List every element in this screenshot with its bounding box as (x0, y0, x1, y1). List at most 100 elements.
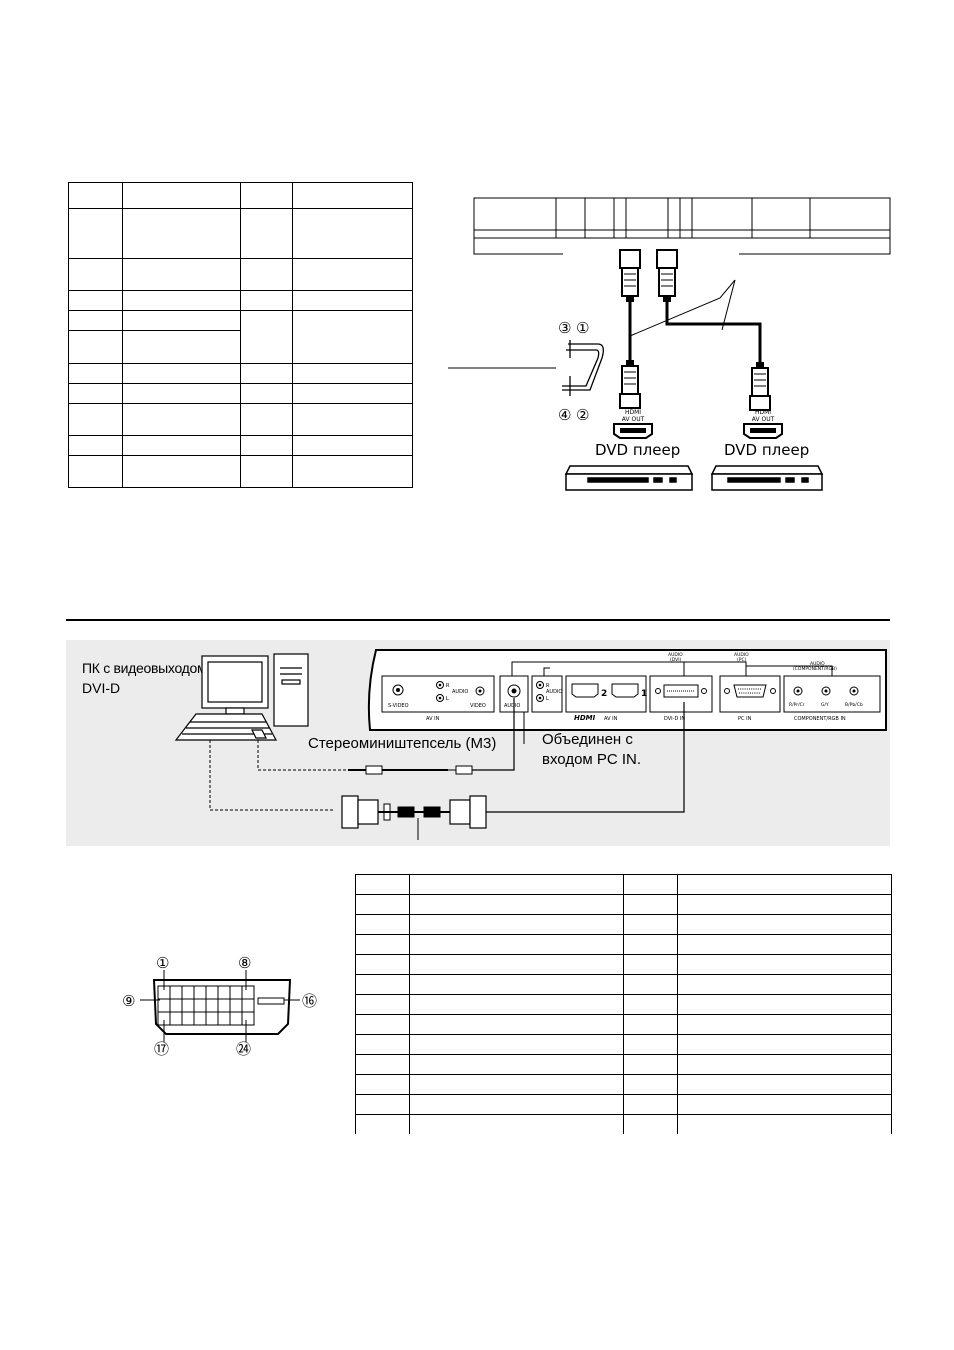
panel-label: L (446, 696, 449, 702)
panel-label: DVI-D IN (664, 716, 685, 722)
table-cell (677, 1094, 892, 1115)
table-cell (292, 290, 413, 312)
table-cell (121, 382, 241, 404)
table-cell (623, 954, 679, 975)
table-cell (239, 434, 294, 456)
table-cell (121, 258, 241, 292)
table-cell (355, 914, 410, 935)
table-cell (355, 974, 410, 995)
rca-port-icon (536, 681, 544, 689)
table-cell (677, 994, 892, 1015)
table-cell (677, 934, 892, 955)
table-cell (408, 914, 625, 935)
panel-label: AUDIO (546, 689, 562, 695)
rca-port-icon (436, 694, 444, 702)
table-cell (292, 310, 413, 364)
table-cell (239, 258, 294, 292)
panel-label: AV IN (426, 716, 440, 722)
table-cell (292, 454, 413, 489)
panel-label: AUDIO (452, 689, 468, 695)
table-cell (677, 954, 892, 975)
port-label: AV OUT (752, 416, 775, 423)
table-cell (239, 181, 294, 210)
vga-port-icon (724, 684, 776, 698)
stereo-plug-label: Стереомиништепсель (M3) (308, 735, 497, 752)
pin-number: ① (156, 954, 169, 972)
panel-label: (PC) (737, 657, 747, 663)
table-cell (623, 1014, 679, 1035)
table-cell (355, 1114, 410, 1134)
table-cell (292, 181, 413, 210)
dvi-port-icon (655, 684, 707, 698)
table-cell (623, 1094, 679, 1115)
table-cell (292, 258, 413, 292)
panel-label: PC IN (738, 716, 752, 722)
table-cell (68, 362, 123, 384)
rca-port-icon (536, 694, 544, 702)
pin-number: ④ (558, 406, 571, 424)
pin-layout-icon (562, 340, 604, 396)
dvi-pin-table (355, 874, 892, 1134)
panel-label: AUDIO (734, 652, 749, 658)
table-cell (408, 1074, 625, 1095)
panel-label: (DVI) (670, 657, 682, 663)
hdmi-port-icon (611, 683, 639, 698)
hdmi-logo: HDMI (574, 714, 596, 722)
dvi-cable-icon (341, 795, 487, 829)
table-cell (623, 994, 679, 1015)
rca-port-icon (436, 681, 444, 689)
panel-label: (COMPONENT/RGB) (793, 666, 837, 672)
combined-label: входом PC IN. (542, 751, 642, 768)
table-cell (355, 994, 410, 1015)
panel-label: S-VIDEO (388, 703, 409, 709)
table-cell (68, 310, 123, 332)
table-cell (408, 1054, 625, 1075)
table-cell (623, 1114, 679, 1134)
combined-label: Объединен с (542, 731, 633, 748)
hdmi-plug-icon (749, 362, 771, 411)
table-cell (677, 1054, 892, 1075)
table-cell (355, 874, 410, 895)
table-cell (292, 402, 413, 436)
panel-label: B/Pb/Cb (845, 702, 863, 708)
table-cell (68, 181, 123, 210)
table-cell (677, 1014, 892, 1035)
table-cell (623, 974, 679, 995)
table-cell (292, 434, 413, 456)
pin-number: ③ (558, 319, 571, 337)
stereo-mini-plug-icon (348, 698, 515, 775)
dvi-connection-diagram: S-VIDEO R AUDIO L VIDEO AV IN AUDIO R AU… (174, 649, 887, 840)
pin-number: ⑰ (154, 1040, 169, 1058)
table-cell (68, 330, 123, 364)
hdmi-connection-diagram: ③ ① ④ ② HDMI AV OUT HDMI AV OUT DVD плее… (448, 197, 891, 491)
table-cell (408, 894, 625, 915)
table-cell (408, 1014, 625, 1035)
table-cell (121, 454, 241, 489)
table-cell (239, 362, 294, 384)
dvd-player-caption: DVD плеер (595, 441, 680, 459)
table-cell (68, 434, 123, 456)
table-cell (239, 382, 294, 404)
pin-number: ⑧ (238, 954, 251, 972)
pin-number: ⑨ (122, 992, 135, 1010)
table-cell (292, 208, 413, 260)
table-cell (239, 290, 294, 312)
hdmi-pin-table (68, 181, 413, 489)
dvi-pin-layout: ① ⑧ ⑨ ⑯ ⑰ ㉔ (122, 954, 317, 1058)
table-cell (355, 894, 410, 915)
table-cell (623, 1034, 679, 1055)
table-cell (623, 1074, 679, 1095)
table-cell (355, 1094, 410, 1115)
table-cell (355, 934, 410, 955)
table-cell (292, 382, 413, 404)
table-cell (677, 974, 892, 995)
table-cell (355, 1014, 410, 1035)
rca-port-icon (821, 686, 831, 696)
table-cell (623, 934, 679, 955)
pin-number: ⑯ (302, 992, 317, 1010)
rca-port-icon (849, 686, 859, 696)
panel-label: AUDIO (504, 703, 520, 709)
panel-label: AV IN (604, 716, 618, 722)
hdmi-plug-icon (619, 249, 641, 302)
hdmi-port-icon (571, 683, 599, 698)
